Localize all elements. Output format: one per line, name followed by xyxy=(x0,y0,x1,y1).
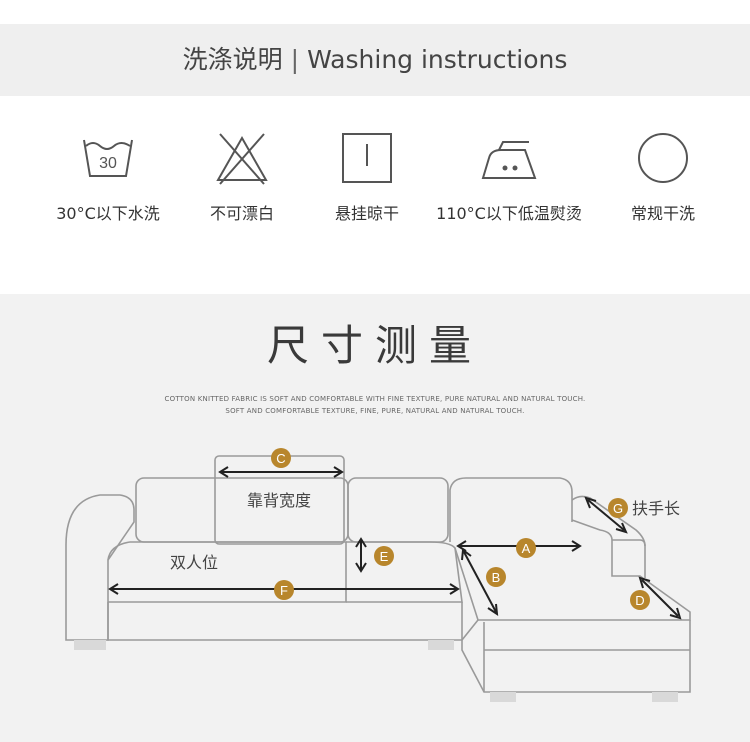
svg-text:E: E xyxy=(380,549,389,564)
care-item-wash: 30 30°C以下水洗 xyxy=(33,130,183,240)
care-label-hang-dry: 悬挂晾干 xyxy=(334,204,399,223)
marker-d: D xyxy=(630,590,650,610)
title-en: Washing instructions xyxy=(307,45,568,74)
svg-text:G: G xyxy=(613,501,623,516)
measurement-markers: A B C D E F G xyxy=(271,448,650,610)
tagline-line-1: COTTON KNITTED FABRIC IS SOFT AND COMFOR… xyxy=(164,395,586,403)
marker-a: A xyxy=(516,538,536,558)
iron-low-icon xyxy=(481,141,537,179)
svg-text:B: B xyxy=(492,570,501,585)
care-label-dry-clean: 常规干洗 xyxy=(630,204,695,223)
armrest-length-label: 扶手长 xyxy=(632,499,680,518)
title-separator: | xyxy=(290,45,300,74)
svg-text:F: F xyxy=(280,583,288,598)
wash-30-icon: 30 xyxy=(83,139,133,177)
size-section-title: 尺寸测量 xyxy=(266,321,483,370)
two-seater-label: 双人位 xyxy=(170,553,218,572)
sofa-diagram: A B C D E F G 靠背宽度 双人位 扶手长 xyxy=(65,448,691,702)
care-label-iron: 110°C以下低温熨烫 xyxy=(436,204,582,223)
marker-c: C xyxy=(271,448,291,468)
svg-text:C: C xyxy=(276,451,285,466)
svg-text:D: D xyxy=(635,593,644,608)
header-band xyxy=(0,24,750,96)
care-label-no-bleach: 不可漂白 xyxy=(209,204,274,223)
care-item-dry-clean: 常规干洗 xyxy=(588,130,738,240)
marker-b: B xyxy=(486,567,506,587)
marker-f: F xyxy=(274,580,294,600)
care-item-hang-dry: 悬挂晾干 xyxy=(292,130,442,240)
dry-clean-icon xyxy=(638,133,688,183)
no-bleach-icon xyxy=(216,133,268,185)
sofa-outline xyxy=(65,455,691,693)
marker-g: G xyxy=(608,498,628,518)
care-item-iron: 110°C以下低温熨烫 xyxy=(434,130,584,240)
svg-text:A: A xyxy=(522,541,531,556)
care-item-no-bleach: 不可漂白 xyxy=(167,130,317,240)
title-cn: 洗涤说明 xyxy=(182,45,283,74)
marker-e: E xyxy=(374,546,394,566)
wash-temp: 30 xyxy=(99,155,117,172)
page-title: 洗涤说明|Washing instructions xyxy=(0,24,750,96)
tagline-line-2: SOFT AND COMFORTABLE TEXTURE, FINE, PURE… xyxy=(225,407,525,415)
hang-dry-icon xyxy=(342,133,392,183)
backrest-width-label: 靠背宽度 xyxy=(247,491,311,510)
size-section-background xyxy=(0,294,750,742)
care-label-wash: 30°C以下水洗 xyxy=(56,204,160,223)
